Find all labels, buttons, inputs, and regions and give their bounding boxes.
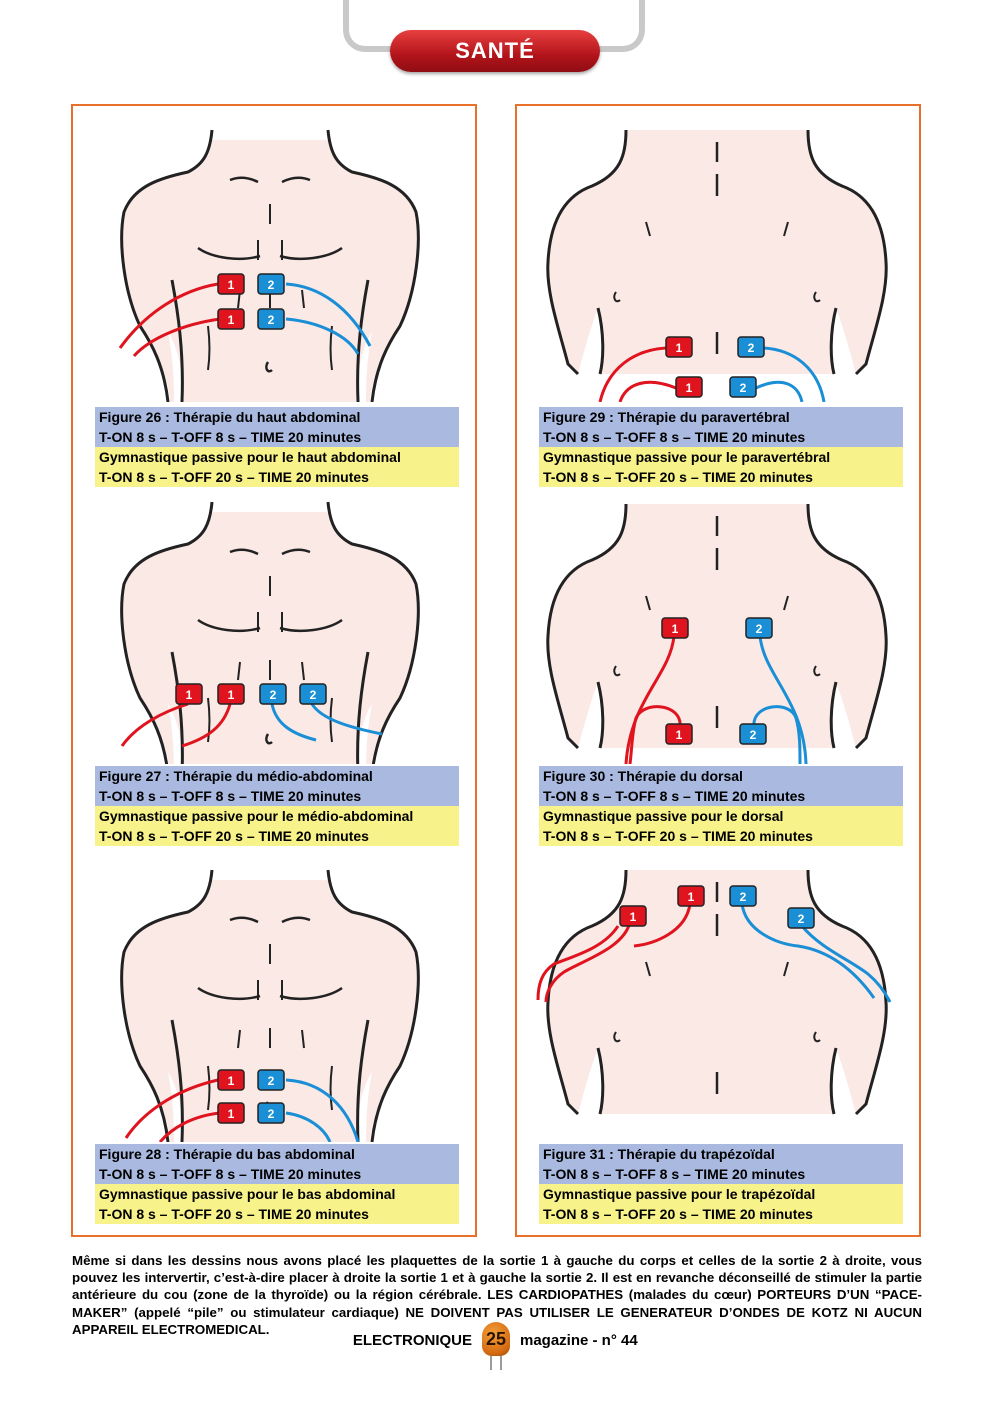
- section-title: SANTÉ: [455, 38, 535, 63]
- pad-output2: [299, 683, 327, 705]
- pad-label: 1: [228, 1074, 235, 1088]
- page-number: 25: [485, 1328, 507, 1349]
- pad-output2: [745, 617, 773, 639]
- pad-label: 1: [186, 688, 193, 702]
- pad-label: 2: [748, 341, 755, 355]
- pad-output2: [729, 885, 757, 907]
- caption-title: Figure 28 : Thérapie du bas abdominal: [95, 1144, 459, 1164]
- figure-27-caption: Figure 27 : Thérapie du médio-abdominal …: [95, 766, 459, 846]
- pad-output2: [739, 723, 767, 745]
- pad-output2: [787, 907, 815, 929]
- pad-label: 1: [688, 890, 695, 904]
- figure-29-caption: Figure 29 : Thérapie du paravertébral T-…: [539, 407, 903, 487]
- page-footer: ELECTRONIQUE 25 magazine - n° 44: [0, 1322, 992, 1370]
- caption-gym-title: Gymnastique passive pour le paravertébra…: [539, 447, 903, 467]
- figure-29-illustration: 1 2 1 2: [546, 128, 888, 402]
- pad-label: 2: [310, 688, 317, 702]
- pad-output2: [257, 308, 285, 330]
- pad-label: 2: [740, 381, 747, 395]
- caption-gym-title: Gymnastique passive pour le dorsal: [539, 806, 903, 826]
- pad-output2: [257, 273, 285, 295]
- caption-gym-timing: T-ON 8 s – T-OFF 20 s – TIME 20 minutes: [95, 467, 459, 487]
- figure-31-caption: Figure 31 : Thérapie du trapézoïdal T-ON…: [539, 1144, 903, 1224]
- caption-therapy-timing: T-ON 8 s – T-OFF 8 s – TIME 20 minutes: [539, 1164, 903, 1184]
- pad-label: 1: [630, 910, 637, 924]
- caption-gym-title: Gymnastique passive pour le bas abdomina…: [95, 1184, 459, 1204]
- pad-label: 1: [228, 278, 235, 292]
- pad-output1: [677, 885, 705, 907]
- caption-title: Figure 30 : Thérapie du dorsal: [539, 766, 903, 786]
- caption-title: Figure 31 : Thérapie du trapézoïdal: [539, 1144, 903, 1164]
- caption-gym-timing: T-ON 8 s – T-OFF 20 s – TIME 20 minutes: [539, 1204, 903, 1224]
- caption-title: Figure 26 : Thérapie du haut abdominal: [95, 407, 459, 427]
- pad-label: 2: [740, 890, 747, 904]
- caption-therapy-timing: T-ON 8 s – T-OFF 8 s – TIME 20 minutes: [539, 786, 903, 806]
- caption-title: Figure 29 : Thérapie du paravertébral: [539, 407, 903, 427]
- led-legs-icon: [490, 1356, 502, 1370]
- pad-output1: [675, 376, 703, 398]
- pad-label: 2: [268, 1107, 275, 1121]
- pad-output1: [217, 308, 245, 330]
- pad-label: 1: [228, 1107, 235, 1121]
- caption-therapy-timing: T-ON 8 s – T-OFF 8 s – TIME 20 minutes: [95, 427, 459, 447]
- pad-output1: [665, 336, 693, 358]
- pad-label: 2: [270, 688, 277, 702]
- figure-31-illustration: 1 1 2 2: [536, 868, 892, 1116]
- pad-label: 1: [672, 622, 679, 636]
- pad-label: 1: [228, 313, 235, 327]
- footer-magazine-name: ELECTRONIQUE: [352, 1332, 472, 1349]
- pad-output1: [217, 683, 245, 705]
- right-panel: [515, 104, 921, 1237]
- figure-26-caption: Figure 26 : Thérapie du haut abdominal T…: [95, 407, 459, 487]
- caption-gym-timing: T-ON 8 s – T-OFF 20 s – TIME 20 minutes: [539, 467, 903, 487]
- figure-28-illustration: 1 2 1 2: [120, 868, 420, 1142]
- pad-output1: [217, 1069, 245, 1091]
- figure-27-illustration: 1 1 2 2: [120, 500, 420, 764]
- pad-label: 1: [676, 728, 683, 742]
- pad-output1: [665, 723, 693, 745]
- pad-label: 1: [228, 688, 235, 702]
- pad-output2: [257, 1102, 285, 1124]
- figure-30-illustration: 1 2 1 2: [546, 502, 888, 764]
- caption-therapy-timing: T-ON 8 s – T-OFF 8 s – TIME 20 minutes: [539, 427, 903, 447]
- pad-label: 1: [676, 341, 683, 355]
- pad-output1: [619, 905, 647, 927]
- caption-gym-timing: T-ON 8 s – T-OFF 20 s – TIME 20 minutes: [539, 826, 903, 846]
- caption-gym-title: Gymnastique passive pour le médio-abdomi…: [95, 806, 459, 826]
- pad-output2: [737, 336, 765, 358]
- pad-output2: [729, 376, 757, 398]
- left-panel: [71, 104, 477, 1237]
- pad-output1: [661, 617, 689, 639]
- page-number-badge: 25: [482, 1322, 510, 1356]
- pad-label: 2: [268, 1074, 275, 1088]
- pad-label: 1: [686, 381, 693, 395]
- figure-28-caption: Figure 28 : Thérapie du bas abdominal T-…: [95, 1144, 459, 1224]
- caption-therapy-timing: T-ON 8 s – T-OFF 8 s – TIME 20 minutes: [95, 1164, 459, 1184]
- caption-gym-title: Gymnastique passive pour le haut abdomin…: [95, 447, 459, 467]
- caption-gym-title: Gymnastique passive pour le trapézoïdal: [539, 1184, 903, 1204]
- pad-label: 2: [750, 728, 757, 742]
- pad-label: 2: [798, 912, 805, 926]
- caption-therapy-timing: T-ON 8 s – T-OFF 8 s – TIME 20 minutes: [95, 786, 459, 806]
- pad-label: 2: [268, 313, 275, 327]
- pad-output1: [217, 273, 245, 295]
- figure-26-illustration: 1 2 1 2: [118, 128, 420, 402]
- pad-label: 2: [756, 622, 763, 636]
- section-badge: SANTÉ: [390, 30, 600, 72]
- figure-30-caption: Figure 30 : Thérapie du dorsal T-ON 8 s …: [539, 766, 903, 846]
- pad-output1: [175, 683, 203, 705]
- warning-paragraph: Même si dans les dessins nous avons plac…: [72, 1253, 922, 1337]
- pad-output2: [259, 683, 287, 705]
- caption-title: Figure 27 : Thérapie du médio-abdominal: [95, 766, 459, 786]
- pad-output1: [217, 1102, 245, 1124]
- pad-output2: [257, 1069, 285, 1091]
- footer-issue: magazine - n° 44: [520, 1332, 638, 1349]
- caption-gym-timing: T-ON 8 s – T-OFF 20 s – TIME 20 minutes: [95, 826, 459, 846]
- caption-gym-timing: T-ON 8 s – T-OFF 20 s – TIME 20 minutes: [95, 1204, 459, 1224]
- pad-label: 2: [268, 278, 275, 292]
